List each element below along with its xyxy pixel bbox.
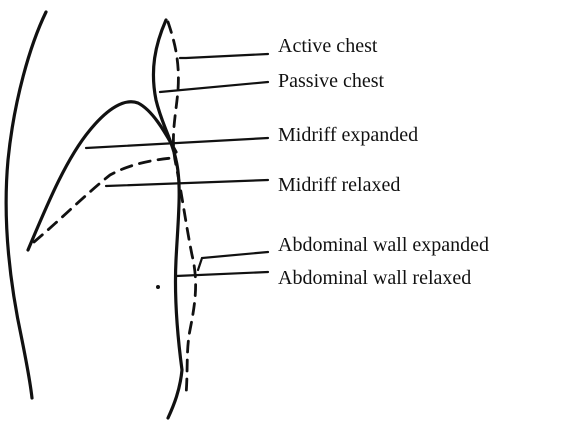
leader-passive-chest xyxy=(160,82,268,92)
label-passive-chest: Passive chest xyxy=(278,70,385,92)
leader-midriff-relaxed xyxy=(106,180,268,186)
leader-abdominal-wall-relaxed xyxy=(176,272,268,276)
leader-abdominal-wall-expanded xyxy=(198,252,268,270)
label-midriff-relaxed: Midriff relaxed xyxy=(278,174,400,196)
back-outline xyxy=(6,12,46,398)
active-chest-dashed-outline xyxy=(168,22,196,395)
label-abdominal-wall-expanded: Abdominal wall expanded xyxy=(278,234,489,256)
leader-active-chest xyxy=(180,54,268,58)
leader-midriff-expanded xyxy=(86,138,268,148)
midriff-relaxed-curve xyxy=(34,158,172,242)
label-active-chest: Active chest xyxy=(278,35,378,57)
label-abdominal-wall-relaxed: Abdominal wall relaxed xyxy=(278,267,471,289)
small-mark xyxy=(156,285,160,289)
label-midriff-expanded: Midriff expanded xyxy=(278,124,418,146)
